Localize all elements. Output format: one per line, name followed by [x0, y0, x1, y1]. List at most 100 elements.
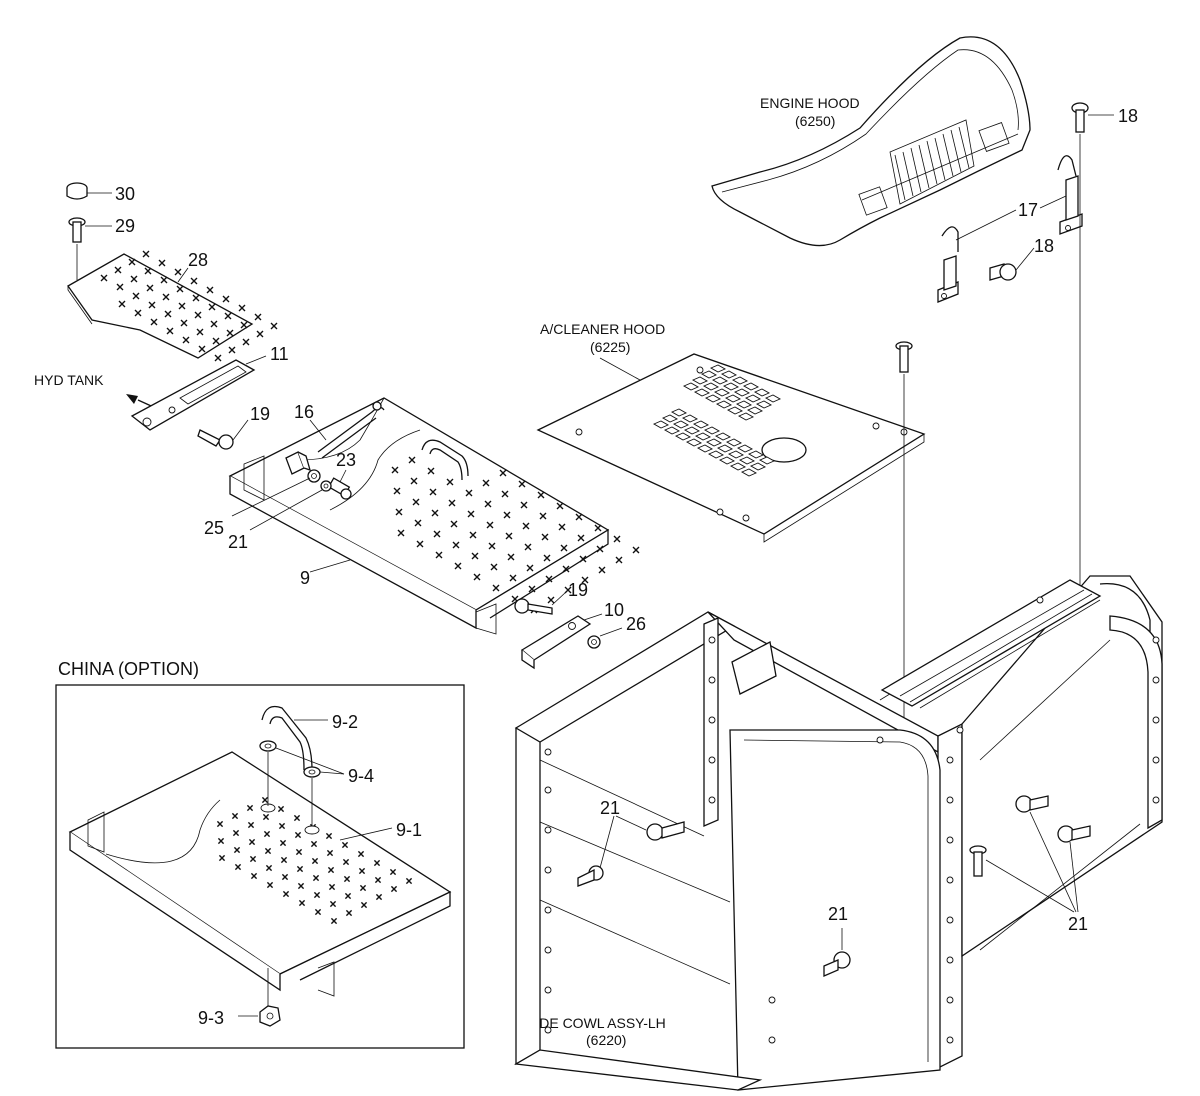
grille-slot — [747, 450, 765, 459]
perforation — [250, 872, 258, 880]
acleaner-hood-caption: A/CLEANER HOOD — [540, 321, 665, 337]
perforation — [218, 854, 226, 862]
grille-slot — [685, 438, 703, 447]
perforation — [263, 830, 271, 838]
perforation — [148, 301, 156, 309]
perforation — [414, 519, 422, 527]
perforation — [144, 267, 152, 275]
frame-hole — [544, 786, 552, 794]
callout-16: 16 — [294, 402, 314, 422]
latch-17-rear — [1057, 155, 1083, 235]
grille-slot — [703, 426, 721, 435]
frame-holes — [544, 596, 1160, 1044]
perforation — [469, 531, 477, 539]
acleaner-hood-code: (6225) — [590, 339, 630, 355]
side-cowl-code: (6220) — [586, 1032, 626, 1048]
frame-hole — [544, 866, 552, 874]
perforation — [452, 541, 460, 549]
perforation — [212, 337, 220, 345]
frame-hole — [956, 726, 964, 734]
grille-slot — [683, 426, 701, 435]
perforation — [577, 534, 585, 542]
perforation — [234, 863, 242, 871]
grille-slot — [672, 420, 690, 429]
perforation — [282, 890, 290, 898]
bolt-19-upper — [197, 429, 234, 450]
perforation — [116, 283, 124, 291]
frame-hole — [1152, 636, 1160, 644]
callout-30: 30 — [115, 184, 135, 204]
perforation — [162, 293, 170, 301]
perforation — [501, 490, 509, 498]
frame-hole — [544, 748, 552, 756]
perforation — [397, 529, 405, 537]
callout-9-2: 9-2 — [332, 712, 358, 732]
perforation — [486, 521, 494, 529]
frame-hole — [708, 636, 716, 644]
grille-slot — [718, 456, 736, 465]
callout-18-front: 18 — [1034, 236, 1054, 256]
step-plate-9-perforations — [391, 456, 640, 614]
perforation — [312, 874, 320, 882]
perforation — [150, 318, 158, 326]
perforation — [264, 847, 272, 855]
callout-23: 23 — [336, 450, 356, 470]
perforation — [539, 512, 547, 520]
frame-hole — [946, 956, 954, 964]
step-plate-9-1-perforations — [216, 796, 413, 925]
frame-hole — [946, 996, 954, 1004]
perforation — [410, 477, 418, 485]
perforation — [224, 312, 232, 320]
grille-slot — [707, 450, 725, 459]
callout-29: 29 — [115, 216, 135, 236]
frame-hole — [946, 1036, 954, 1044]
perforation — [431, 509, 439, 517]
bolt-21-d — [969, 845, 987, 877]
bolt-21-e — [1015, 795, 1049, 813]
perforation — [632, 546, 640, 554]
frame-hole — [708, 716, 716, 724]
acleaner-grille — [652, 364, 782, 477]
perforation — [158, 259, 166, 267]
grille-slot — [704, 394, 722, 403]
frame-hole — [946, 916, 954, 924]
perforation — [329, 900, 337, 908]
bracket-10 — [520, 615, 592, 670]
perforation — [360, 901, 368, 909]
frame-hole — [946, 876, 954, 884]
frame-hole — [544, 826, 552, 834]
perforation — [537, 491, 545, 499]
handle-9-2 — [261, 705, 313, 771]
perforation — [343, 875, 351, 883]
perforation — [499, 469, 507, 477]
perforation — [471, 552, 479, 560]
bolt-acleaner — [895, 341, 913, 373]
perforation — [446, 478, 454, 486]
perforation — [142, 250, 150, 258]
perforation — [298, 899, 306, 907]
frame-hole — [1036, 596, 1044, 604]
perforation — [233, 846, 241, 854]
bolt-21-c — [823, 951, 851, 977]
perforation — [375, 893, 383, 901]
perforation — [270, 322, 278, 330]
perforation — [524, 543, 532, 551]
perforation — [294, 831, 302, 839]
perforation — [558, 523, 566, 531]
acleaner-hood — [536, 353, 926, 543]
perforation — [293, 814, 301, 822]
perforation — [222, 295, 230, 303]
perforation — [596, 545, 604, 553]
perforation — [560, 544, 568, 552]
perforation — [100, 274, 108, 282]
bolt-21-f — [1057, 825, 1091, 843]
callout-19-lower: 19 — [568, 580, 588, 600]
frame-hole — [768, 996, 776, 1004]
grille-slot — [720, 370, 738, 379]
grille-slot — [696, 444, 714, 453]
perforation — [277, 805, 285, 813]
perforation — [433, 530, 441, 538]
callout-18-rear: 18 — [1118, 106, 1138, 126]
perforation — [541, 533, 549, 541]
